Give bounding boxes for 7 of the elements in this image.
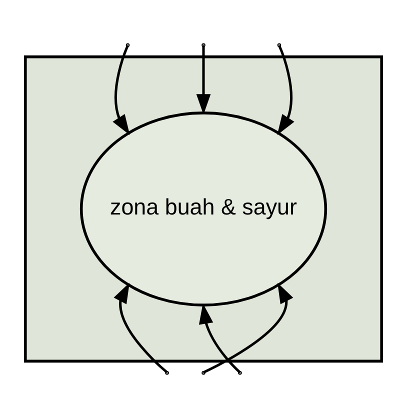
- arrow: [198, 302, 241, 373]
- arrow: [203, 282, 294, 373]
- arrow: [112, 44, 130, 135]
- arrow: [196, 45, 211, 114]
- cluster: [24, 54, 383, 362]
- arrow: [114, 282, 168, 373]
- arrow: [277, 44, 294, 135]
